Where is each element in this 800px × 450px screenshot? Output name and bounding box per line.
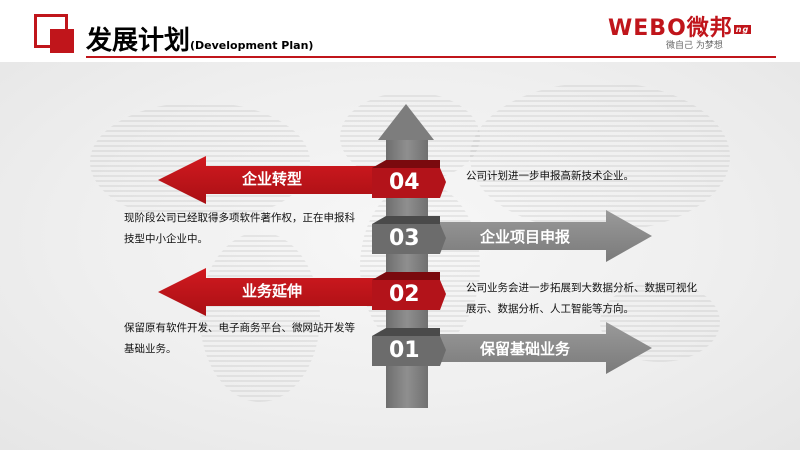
step-01-number-box (372, 336, 446, 366)
step-04-label: 企业转型 (242, 170, 303, 188)
vertical-arrow-head (378, 104, 434, 140)
step-03-fold (372, 216, 440, 224)
step-04-description: 公司计划进一步申报高新技术企业。 (466, 170, 634, 182)
step-01-number: 01 (389, 338, 420, 363)
step-04-fold (372, 160, 440, 168)
step-01-right-arrow (428, 322, 652, 374)
page-title: 发展计划(Development Plan) (86, 20, 314, 56)
step-04-number-box (372, 168, 446, 198)
page-title-zh: 发展计划 (86, 26, 191, 56)
step-02-number: 02 (389, 282, 420, 307)
step-01-description: 保留原有软件开发、电子商务平台、微网站开发等基础业务。 (124, 322, 355, 355)
step-02-number-box (372, 280, 446, 310)
step-04-left-arrow (158, 156, 386, 204)
brand-slogan: 微自己 为梦想 (666, 41, 723, 51)
header-divider (86, 56, 776, 58)
page-title-en: (Development Plan) (190, 39, 314, 52)
brand-logo-suffix: ng (733, 24, 752, 34)
step-01-label: 保留基础业务 (480, 340, 571, 358)
step-03-description: 现阶段公司已经取得多项软件著作权，正在申报科技型中小企业中。 (124, 212, 355, 245)
step-03-number: 03 (389, 226, 420, 251)
step-01-fold (372, 328, 440, 336)
header-square-filled (50, 29, 74, 53)
step-02-label: 业务延伸 (242, 282, 303, 300)
step-04-number: 04 (389, 170, 420, 195)
step-02-fold (372, 272, 440, 280)
step-03-label: 企业项目申报 (480, 228, 571, 246)
step-03-number-box (372, 224, 446, 254)
step-02-description: 公司业务会进一步拓展到大数据分析、数据可视化展示、数据分析、人工智能等方向。 (466, 282, 697, 315)
step-03-right-arrow (428, 210, 652, 262)
step-02-left-arrow (158, 268, 386, 316)
